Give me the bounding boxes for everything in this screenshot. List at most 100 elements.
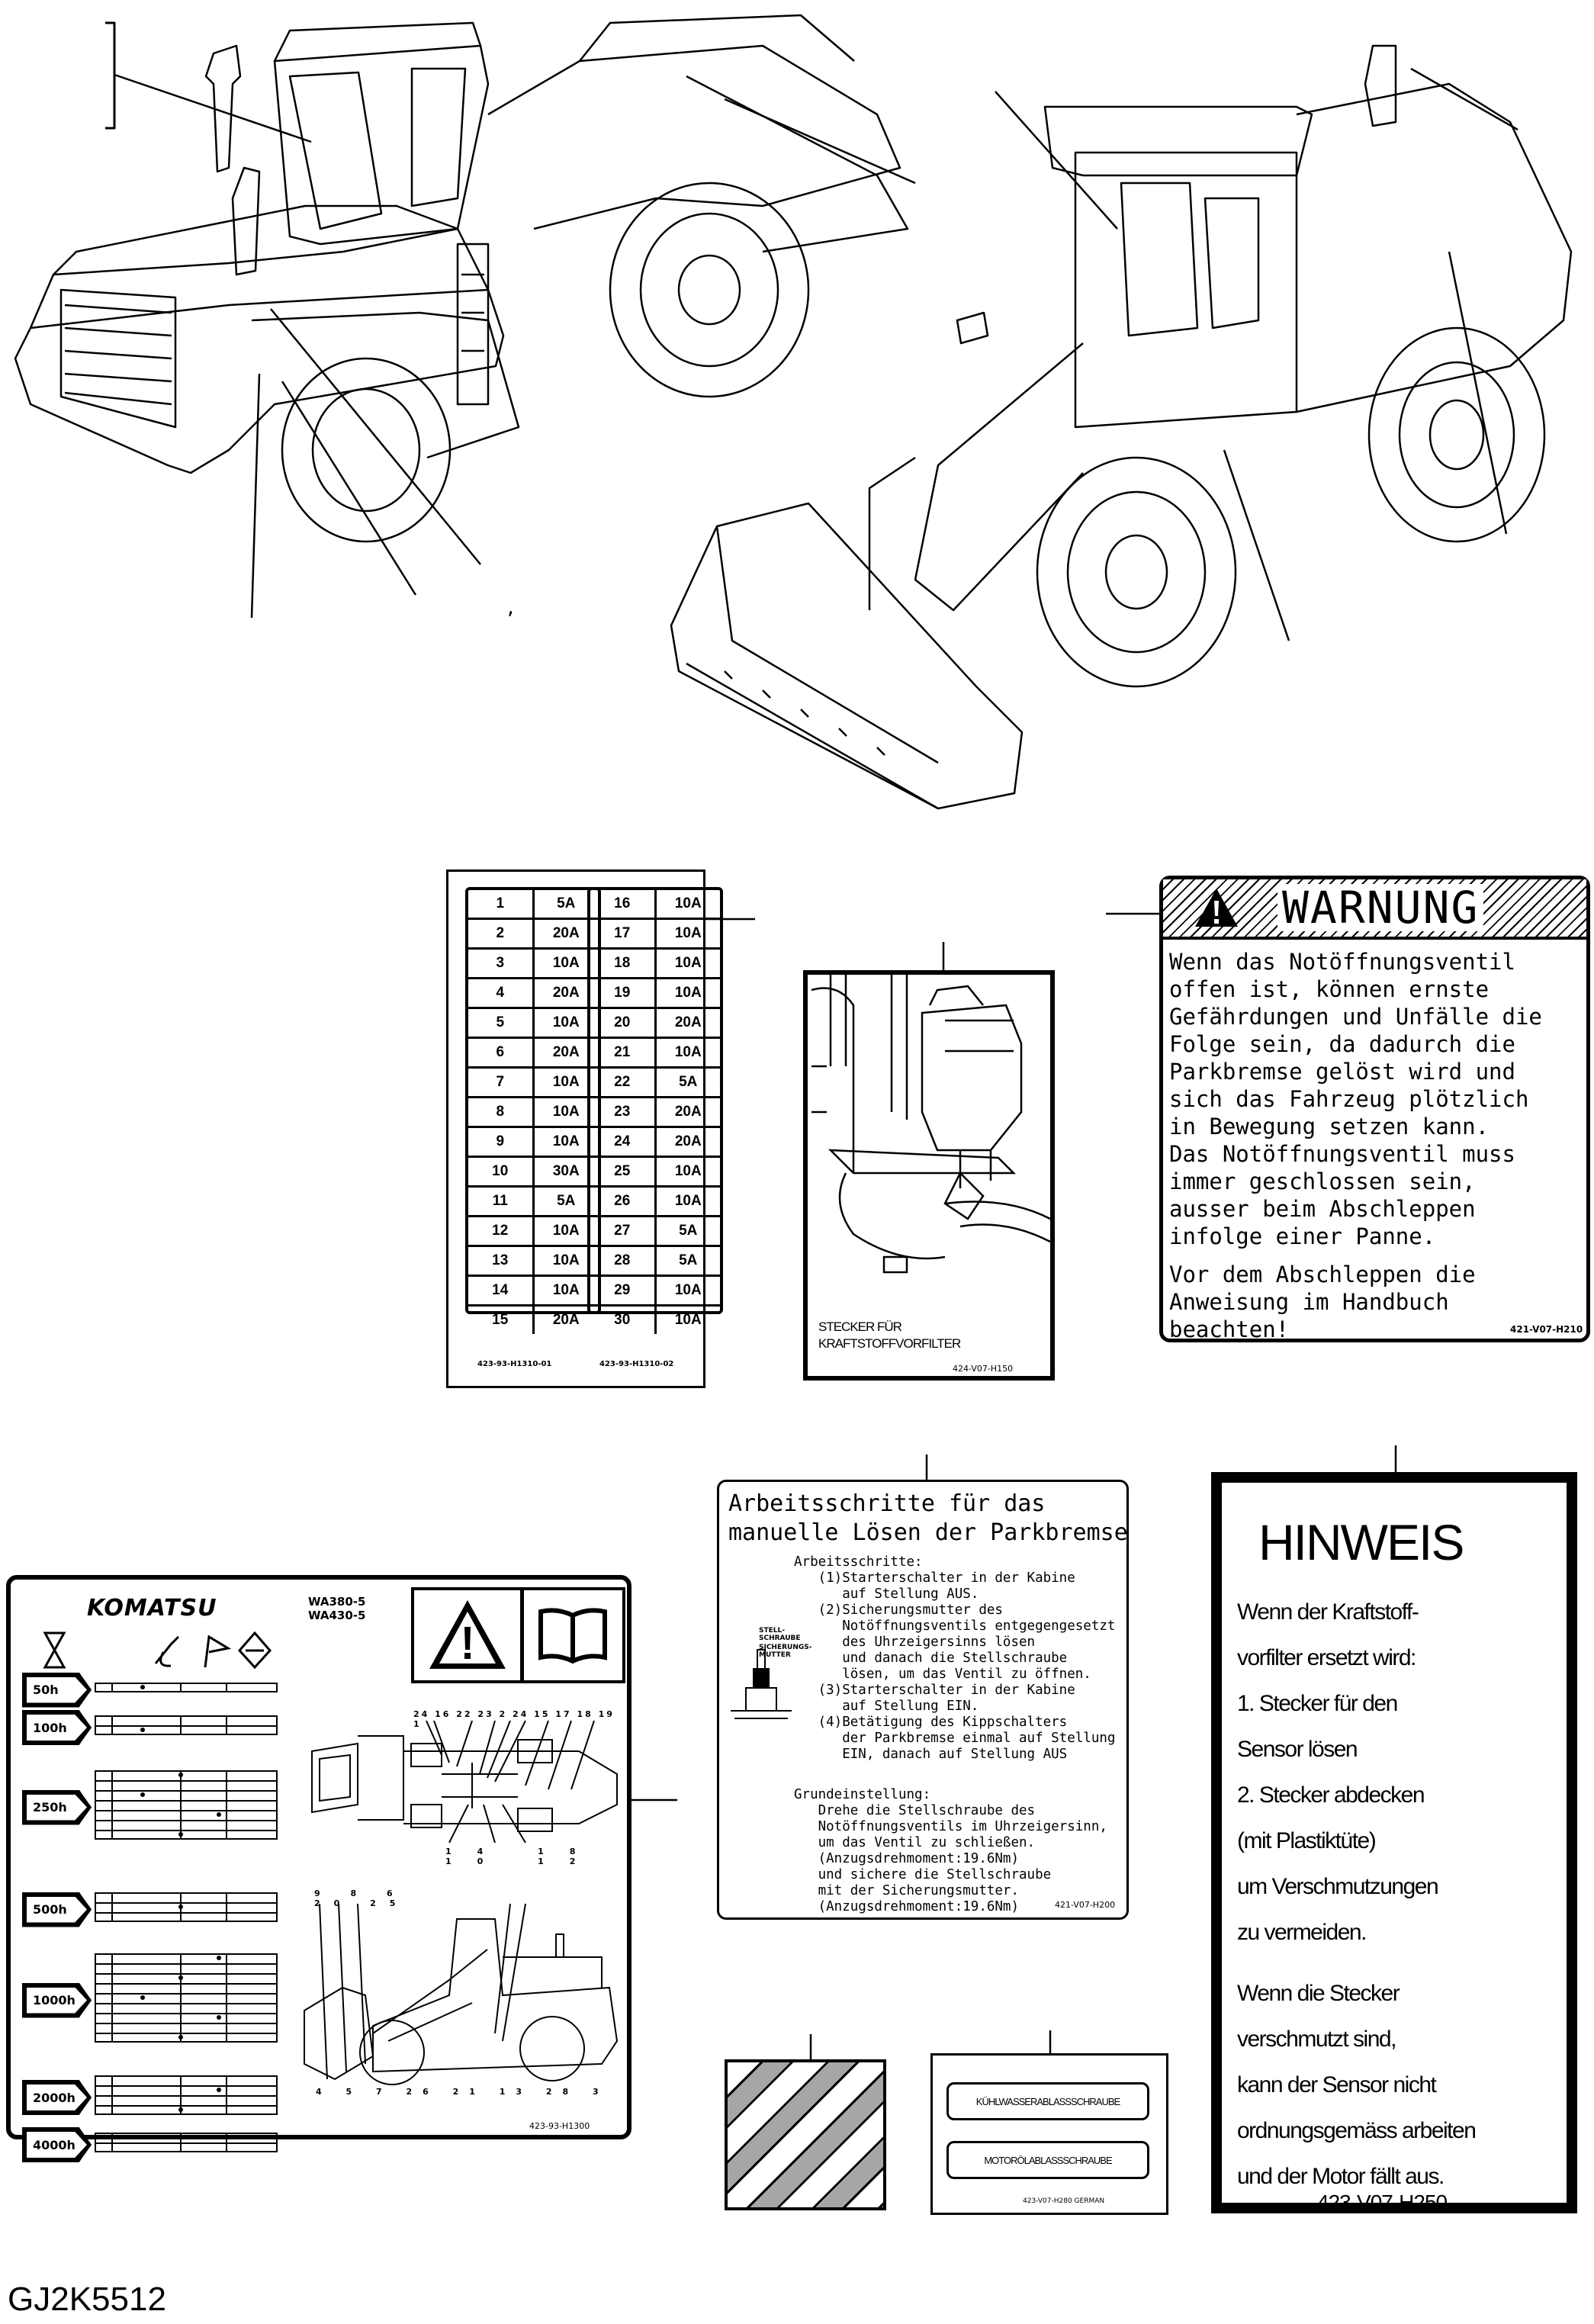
- fuse-amperage: 10A: [674, 1044, 702, 1060]
- fuse-amperage: 10A: [552, 1104, 580, 1120]
- interval-badge: 100h: [22, 1710, 92, 1745]
- fuse-number: 1: [468, 890, 535, 918]
- hazard-stripe-label: [725, 2059, 886, 2210]
- service-dot: [140, 1995, 145, 2000]
- maintenance-code: 423-93-H1300: [529, 2121, 590, 2131]
- service-dot: [217, 1956, 221, 1960]
- manual-icon-box: [520, 1587, 625, 1683]
- fuse-number: 7: [468, 1069, 535, 1096]
- interval-badge: 1000h: [22, 1982, 92, 2018]
- fuel-prefilter-drawing: [811, 975, 1051, 1274]
- fuse-amperage: 10A: [674, 895, 702, 911]
- fuse-number: 16: [590, 890, 657, 918]
- hinweis-line: um Verschmutzungen: [1237, 1874, 1439, 1899]
- warning-label: WARNUNG Wenn das Notöffnungsventil offen…: [1159, 876, 1590, 1342]
- hinweis-line: und der Motor fällt aus.: [1237, 2164, 1445, 2189]
- fuse-code-right: 423-93-H1310-02: [599, 1360, 674, 1368]
- service-dot: [140, 1685, 145, 1689]
- fuse-number: 21: [590, 1039, 657, 1066]
- fuse-amperage: 5A: [679, 1252, 698, 1268]
- warning-triangle-icon: [1195, 889, 1238, 927]
- service-dot: [217, 2015, 221, 2020]
- service-dot: [217, 1812, 221, 1817]
- fuse-amperage: 10A: [674, 985, 702, 1001]
- valve-label-2: SCHRAUBE: [759, 1635, 801, 1642]
- fuse-amperage: 5A: [679, 1074, 698, 1090]
- valve-label-4: MUTTER: [759, 1651, 791, 1659]
- fuse-number: 27: [590, 1217, 657, 1245]
- brake-release-steps: Arbeitsschritte: (1)Starterschalter in d…: [794, 1554, 1116, 1762]
- loader-front-view: [670, 44, 1573, 810]
- valve-label-1: STELL-: [759, 1627, 785, 1635]
- hinweis-line: 2. Stecker abdecken: [1237, 1782, 1425, 1808]
- loader-rear-view: [14, 14, 916, 619]
- warning-header: WARNUNG: [1163, 879, 1586, 940]
- fuse-row: 21 10A: [590, 1039, 720, 1069]
- coolant-drain-text: KÜHLWASSERABLASSSCHRAUBE: [975, 2095, 1120, 2107]
- maintenance-header-icons: [43, 1631, 272, 1670]
- warning-title: WARNUNG: [1277, 884, 1484, 931]
- fuse-number: 5: [468, 1009, 535, 1037]
- fuse-number: 15: [468, 1307, 535, 1334]
- service-dot: [217, 2088, 221, 2092]
- drain-plug-label: KÜHLWASSERABLASSSCHRAUBE MOTORÖLABLASSSC…: [930, 2053, 1168, 2215]
- flag-icon: [204, 1635, 232, 1668]
- fuse-amperage: 30A: [552, 1163, 580, 1179]
- hinweis-label: HINWEIS Wenn der Kraftstoff-vorfilter er…: [1211, 1472, 1577, 2214]
- service-dot: [140, 2135, 145, 2139]
- komatsu-logo: KOMATSU: [87, 1595, 217, 1622]
- fuse-amperage: 5A: [679, 1223, 698, 1239]
- brake-release-title: Arbeitsschritte für das manuelle Lösen d…: [728, 1490, 1128, 1546]
- fuse-number: 20: [590, 1009, 657, 1037]
- interval-grid: [95, 1715, 278, 1735]
- fuse-number: 4: [468, 979, 535, 1007]
- fuse-amperage: 20A: [552, 1044, 580, 1060]
- fuse-amperage: 20A: [674, 1133, 702, 1149]
- hinweis-line: vorfilter ersetzt wird:: [1237, 1645, 1416, 1670]
- fuse-amperage: 10A: [674, 1193, 702, 1209]
- fuel-prefilter-caption-2: KRAFTSTOFFVORFILTER: [818, 1336, 961, 1351]
- service-dot: [178, 2107, 183, 2112]
- fuse-amperage: 20A: [674, 1104, 702, 1120]
- warning-text-1: Wenn das Notöffnungsventil offen ist, kö…: [1169, 949, 1542, 1249]
- fuse-number: 13: [468, 1247, 535, 1275]
- machine-top-diagram: [311, 1720, 618, 1843]
- fuse-amperage: 10A: [552, 955, 580, 971]
- interval-badge: 2000h: [22, 2080, 92, 2115]
- fuse-number: 6: [468, 1039, 535, 1066]
- fuse-number: 25: [590, 1158, 657, 1185]
- caution-triangle-icon: [429, 1600, 506, 1669]
- fuse-amperage: 20A: [552, 925, 580, 941]
- fuse-row: 27 5A: [590, 1217, 720, 1247]
- fuse-number: 8: [468, 1098, 535, 1126]
- fuse-number: 22: [590, 1069, 657, 1096]
- fuse-row: 6 20A: [468, 1039, 598, 1069]
- fuse-row: 16 10A: [590, 890, 720, 920]
- interval-label: 2000h: [27, 2085, 87, 2110]
- model-1: WA380-5: [308, 1595, 366, 1609]
- fuse-number: 11: [468, 1188, 535, 1215]
- service-dot: [178, 1975, 183, 1980]
- interval-badge: 500h: [22, 1892, 92, 1927]
- top-diagram-numbers: 24 16 22 23 2 24 15 17 18 19 1: [413, 1709, 615, 1729]
- hinweis-line: ordnungsgemäss arbeiten: [1237, 2118, 1477, 2143]
- brake-release-basic-setting: Grundeinstellung: Drehe die Stellschraub…: [794, 1787, 1107, 1914]
- fuse-number: 18: [590, 950, 657, 977]
- interval-grid: [95, 1953, 278, 2043]
- side-diagram-numbers-bottom: 4 5 7 26 21 13 28 3: [316, 2087, 609, 2097]
- caution-icon-box: [411, 1587, 524, 1683]
